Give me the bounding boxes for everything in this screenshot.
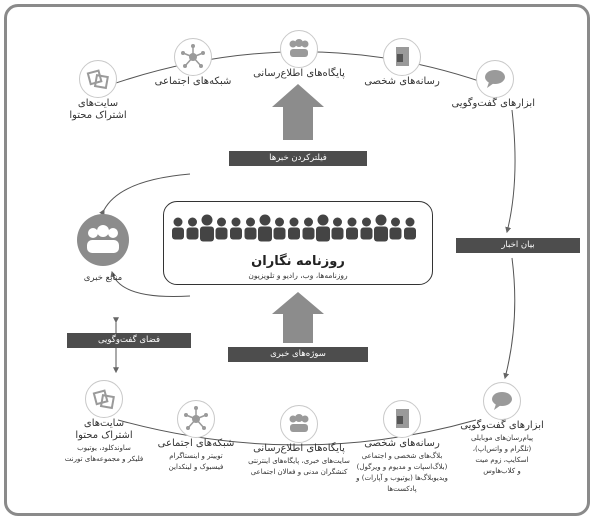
news-statement-bar: بیان اخبار xyxy=(456,238,580,253)
speech-bubble-icon xyxy=(476,60,514,98)
node-label: رسانه‌های شخصی xyxy=(364,76,440,87)
node-sub-line4: و کلاب‌هاوس xyxy=(483,467,521,475)
journalists-subtitle: روزنامه‌ها، وب، رادیو و تلویزیون xyxy=(248,271,348,280)
node-label: شبکه‌های اجتماعی xyxy=(154,76,232,87)
network-icon xyxy=(177,400,215,438)
node-sub-line2: کنشگران مدنی و فعالان اجتماعی xyxy=(250,468,348,476)
left-arc-out xyxy=(99,173,191,216)
speech-bubble-icon xyxy=(483,382,521,420)
bottom-node-dialogue-tools: ابزارهای گفت‌وگویی پیام‌رسان‌های موبایلی… xyxy=(454,382,550,476)
top-node-info-sites: پایگاه‌های اطلاع‌رسانی xyxy=(253,30,345,80)
node-label-line2: اشتراک محتوا xyxy=(69,110,127,121)
filter-news-bar: فیلترکردن خبرها xyxy=(229,151,367,166)
crowd-icon xyxy=(172,214,416,242)
left-arc-in xyxy=(110,270,191,297)
dialogue-space-bar: فضای گفت‌وگویی xyxy=(67,333,191,348)
node-sub-line1: سایت‌های خبری، پایگاه‌های اینترنتی xyxy=(248,457,350,465)
news-sources-bar: سوژه‌های خبری xyxy=(228,347,368,362)
node-sub-line3: اسکایپ، زوم میت xyxy=(475,456,529,464)
node-sub-line2: فیسبوک و لینکداین xyxy=(168,463,224,471)
photo-share-icon xyxy=(79,60,117,98)
node-label-line2: اشتراک محتوا xyxy=(75,430,133,441)
bottom-node-social-networks: شبکه‌های اجتماعی توییتر و اینستاگرام فیس… xyxy=(152,400,240,472)
right-arc-bottom xyxy=(503,257,516,380)
people-group-icon xyxy=(280,30,318,68)
node-label: پایگاه‌های اطلاع‌رسانی xyxy=(253,443,345,454)
outer-frame xyxy=(4,4,590,516)
node-label: پایگاه‌های اطلاع‌رسانی xyxy=(253,68,345,79)
node-sub-line4: پادکست‌ها xyxy=(387,485,417,493)
top-node-content-sharing: سایت‌های اشتراک محتوا xyxy=(58,60,138,122)
node-label-line1: سایت‌های xyxy=(77,98,119,109)
node-label: ابزارهای گفت‌وگویی xyxy=(451,98,535,109)
right-arc-top xyxy=(505,109,516,234)
node-sub-line2: (تلگرام و واتس‌اپ)، xyxy=(472,445,532,453)
document-icon xyxy=(383,400,421,438)
journalists-box: روزنامه نگاران روزنامه‌ها، وب، رادیو و ت… xyxy=(163,201,433,285)
node-sub-line1: توییتر و اینستاگرام xyxy=(169,452,223,460)
node-sub-line1: پیام‌رسان‌های موبایلی xyxy=(470,434,534,442)
node-label: رسانه‌های شخصی xyxy=(364,438,440,449)
node-label: ابزارهای گفت‌وگویی xyxy=(460,420,544,431)
bottom-node-info-sites: پایگاه‌های اطلاع‌رسانی سایت‌های خبری، پا… xyxy=(240,405,358,477)
bottom-arc xyxy=(117,419,477,446)
journalists-title: روزنامه نگاران xyxy=(251,254,345,269)
top-node-social-networks: شبکه‌های اجتماعی xyxy=(153,38,233,88)
top-node-dialogue-tools: ابزارهای گفت‌وگویی xyxy=(451,60,535,110)
node-sub-line2: فلیکر و مجموعه‌های تورنت xyxy=(64,455,144,463)
bottom-node-personal-media: رسانه‌های شخصی بلاگ‌های شخصی و اجتماعی (… xyxy=(346,400,458,494)
news-source-label: منابع خبری xyxy=(83,273,123,283)
node-label: شبکه‌های اجتماعی xyxy=(157,438,235,449)
bottom-node-content-sharing: سایت‌های اشتراک محتوا ساوندکلود، یوتیوب … xyxy=(56,380,152,464)
node-sub-line3: ویدیوبلاگ‌ها (یوتیوب و آپارات) و xyxy=(356,474,448,482)
filter-up-arrow xyxy=(272,84,324,140)
photo-share-icon xyxy=(85,380,123,418)
node-label-line1: سایت‌های xyxy=(83,418,125,429)
node-sub-line1: ساوندکلود، یوتیوب xyxy=(77,444,131,452)
top-node-personal-media: رسانه‌های شخصی xyxy=(362,38,442,88)
people-group-icon xyxy=(280,405,318,443)
node-sub-line2: (بلاگ‌اسپات و مدیوم و ویرگول) xyxy=(356,463,448,471)
document-icon xyxy=(383,38,421,76)
news-source-group-icon xyxy=(77,214,129,266)
sources-up-arrow xyxy=(272,292,324,343)
network-icon xyxy=(174,38,212,76)
node-sub-line1: بلاگ‌های شخصی و اجتماعی xyxy=(361,452,443,460)
